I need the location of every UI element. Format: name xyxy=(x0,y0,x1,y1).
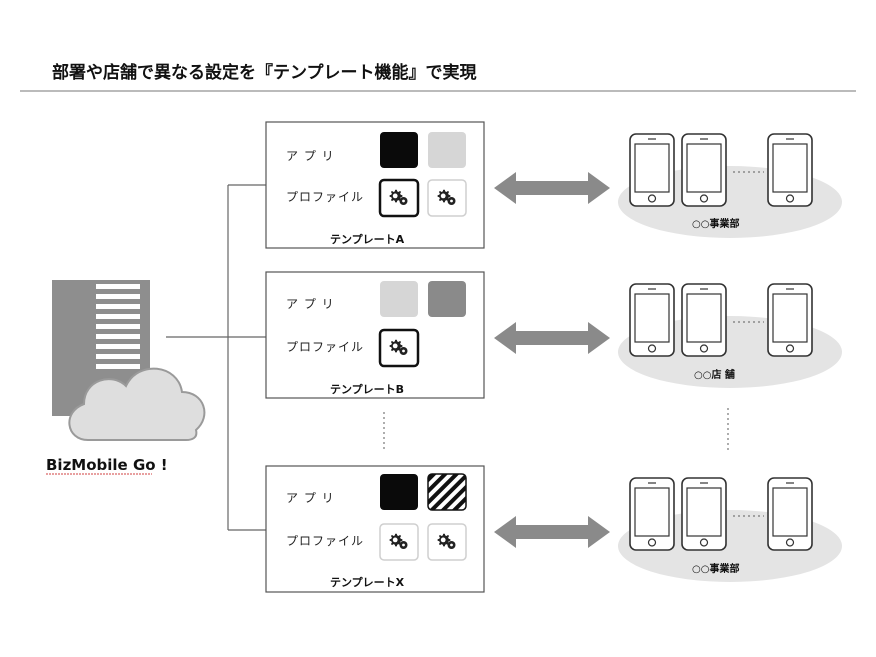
app-tile-striped xyxy=(427,473,467,511)
template-card-a[interactable]: ア プ リ プロファイル テンプレートA xyxy=(265,121,485,249)
template-name: テンプレートA xyxy=(330,232,405,246)
app-label: ア プ リ xyxy=(286,491,335,505)
double-arrow-icon xyxy=(494,322,610,354)
device-group-2: ○○店 舗 xyxy=(618,283,842,388)
smartphone-icon xyxy=(629,133,675,207)
app-label: ア プ リ xyxy=(286,297,335,311)
brand-name: BizMobile Go ! xyxy=(46,456,168,474)
double-arrow-icon xyxy=(494,516,610,548)
cloud-icon xyxy=(68,367,206,441)
profile-label: プロファイル xyxy=(286,340,364,354)
app-tile-light xyxy=(428,132,466,168)
page-title: 部署や店舗で異なる設定を『テンプレート機能』で実現 xyxy=(52,62,477,83)
device-group-label: ○○事業部 xyxy=(692,217,739,230)
app-tile-light xyxy=(380,281,418,317)
app-tile-mid xyxy=(428,281,466,317)
app-tile-black xyxy=(380,474,418,510)
profile-label: プロファイル xyxy=(286,190,364,204)
app-tile-black xyxy=(380,132,418,168)
device-group-label: ○○事業部 xyxy=(692,562,739,575)
profile-label: プロファイル xyxy=(286,534,364,548)
device-group-1: ○○事業部 xyxy=(618,133,842,238)
smartphone-icon xyxy=(767,283,813,357)
connector-lines xyxy=(166,184,266,531)
app-label: ア プ リ xyxy=(286,149,335,163)
smartphone-icon xyxy=(681,283,727,357)
smartphone-icon xyxy=(681,133,727,207)
smartphone-icon xyxy=(681,477,727,551)
smartphone-icon xyxy=(767,477,813,551)
device-group-3: ○○事業部 xyxy=(618,477,842,582)
device-group-label: ○○店 舗 xyxy=(694,368,735,381)
smartphone-icon xyxy=(629,283,675,357)
smartphone-icon xyxy=(629,477,675,551)
double-arrow-icon xyxy=(494,172,610,204)
template-name: テンプレートB xyxy=(330,382,404,396)
template-card-b[interactable]: ア プ リ プロファイル テンプレートB xyxy=(265,271,485,399)
template-name: テンプレートX xyxy=(330,575,405,589)
template-card-x[interactable]: ア プ リ プロファイル テンプレートX xyxy=(265,465,485,593)
more-templates-ellipsis xyxy=(383,408,729,452)
smartphone-icon xyxy=(767,133,813,207)
